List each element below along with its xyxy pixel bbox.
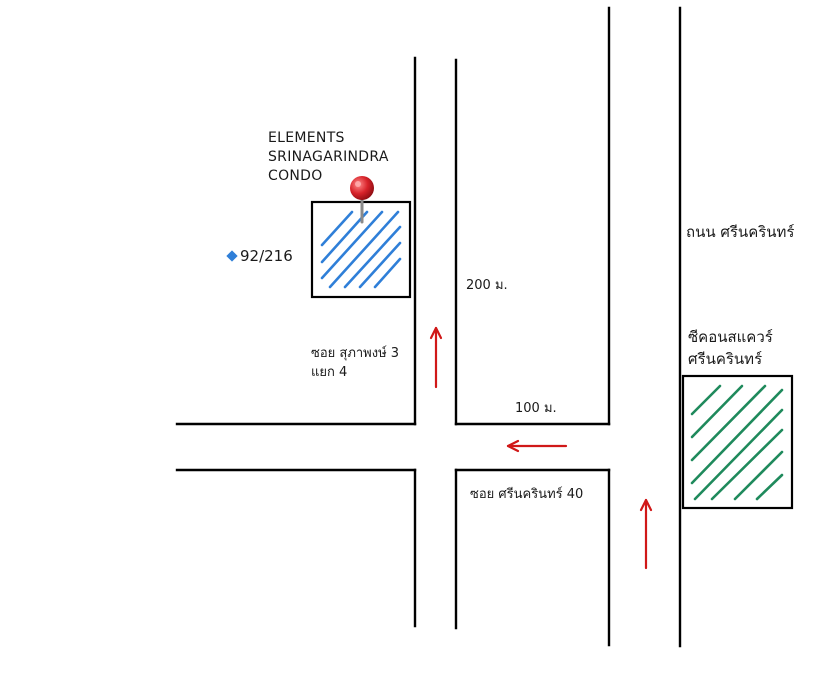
condo-hatch (320, 210, 402, 289)
landmark-building (681, 374, 794, 510)
distance-100: 100 ม. (515, 401, 557, 416)
distance-200: 200 ม. (466, 278, 508, 293)
soi-40-label: ซอย ศรีนครินทร์ 40 (470, 487, 584, 502)
building-name-line: SRINAGARINDRA (268, 149, 389, 165)
main-road-label: ถนน ศรีนครินทร์ (686, 223, 795, 241)
road-network (175, 6, 682, 648)
arrow-icon (429, 326, 443, 389)
side-soi-line: แยก 4 (311, 365, 348, 380)
building-name-line: CONDO (268, 168, 323, 184)
landmark-hatch (690, 384, 784, 501)
side-soi-label: ซอย สุภาพงษ์ 3 แยก 4 (311, 344, 399, 382)
landmark-name-line: ซีคอนสแควร์ (688, 328, 773, 346)
house-number-label: 92/216 (226, 246, 293, 266)
building-name-line: ELEMENTS (268, 130, 345, 146)
diamond-icon (226, 250, 238, 262)
direction-arrows (429, 326, 653, 570)
map-pin-icon (350, 176, 374, 224)
landmark-name: ซีคอนสแควร์ ศรีนครินทร์ (688, 326, 773, 370)
building-name: ELEMENTS SRINAGARINDRA CONDO (268, 129, 389, 186)
side-soi-line: ซอย สุภาพงษ์ 3 (311, 346, 400, 361)
house-number: 92/216 (240, 247, 293, 265)
landmark-name-line: ศรีนครินทร์ (688, 350, 763, 368)
arrow-icon (506, 439, 568, 453)
arrow-icon (639, 498, 653, 570)
